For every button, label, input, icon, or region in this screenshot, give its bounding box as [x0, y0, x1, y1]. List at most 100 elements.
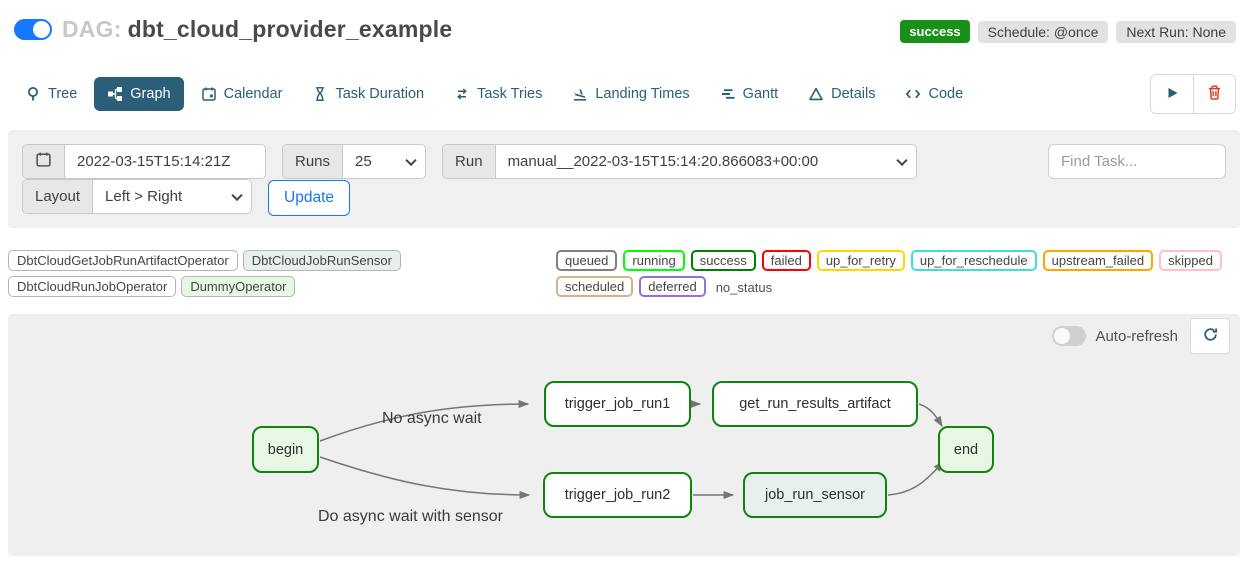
edge-artifact-end: [918, 403, 943, 428]
header-badges: success Schedule: @once Next Run: None: [900, 20, 1236, 43]
toggle-knob: [1054, 328, 1071, 344]
tab-landing-times[interactable]: Landing Times: [559, 77, 702, 111]
filter-panel: Runs 25 Run manual__2022-03-15T15:14:20.…: [8, 130, 1240, 228]
legend-operator[interactable]: DbtCloudRunJobOperator: [8, 276, 177, 297]
edge-begin-trigger2: [319, 456, 531, 500]
legend-operator[interactable]: DbtCloudJobRunSensor: [242, 250, 401, 271]
graph-edges: [319, 399, 944, 500]
dag-graph-panel: begin trigger_job_run1 get_run_results_a…: [8, 314, 1240, 556]
task-node-begin[interactable]: begin: [252, 426, 319, 473]
run-group: Run manual__2022-03-15T15:14:20.866083+0…: [442, 144, 917, 179]
edge-label-do-async-wait: Do async wait with sensor: [318, 508, 503, 525]
legend-status-skipped[interactable]: skipped: [1159, 250, 1222, 271]
tab-label: Gantt: [742, 86, 779, 102]
legend-status-no-status: no_status: [715, 279, 773, 295]
legend-status-running[interactable]: running: [623, 250, 685, 271]
tab-task-tries[interactable]: Task Tries: [441, 77, 555, 111]
dag-header: DAG:dbt_cloud_provider_example success S…: [0, 0, 1248, 50]
auto-refresh-toggle[interactable]: [1052, 326, 1087, 346]
tab-calendar[interactable]: Calendar: [188, 77, 296, 111]
toggle-knob: [33, 21, 50, 38]
dag-name: dbt_cloud_provider_example: [127, 16, 453, 42]
legend: DbtCloudGetJobRunArtifactOperator DbtClo…: [8, 248, 1240, 300]
tab-label: Task Duration: [335, 86, 425, 102]
status-badge[interactable]: success: [900, 20, 970, 43]
hourglass-icon: [312, 86, 328, 102]
tab-label: Details: [831, 86, 876, 102]
schedule-badge[interactable]: Schedule: @once: [977, 20, 1109, 43]
delete-dag-button[interactable]: [1193, 75, 1235, 113]
update-button[interactable]: Update: [268, 180, 351, 216]
edge-begin-trigger1: [319, 399, 530, 442]
dag-label: DAG:: [62, 16, 122, 42]
layout-group: Layout Left > Right: [22, 179, 253, 214]
edge-sensor-end: [887, 460, 944, 496]
calendar-icon: [201, 86, 217, 102]
view-tabs: Tree Graph Calendar Task Duration Task T…: [0, 74, 1248, 114]
layout-select[interactable]: Left > Right: [93, 180, 252, 213]
layout-select-wrap: Left > Right: [93, 180, 252, 213]
task-node-trigger-job-run1[interactable]: trigger_job_run1: [544, 381, 691, 427]
tab-task-duration[interactable]: Task Duration: [299, 77, 437, 111]
run-select[interactable]: manual__2022-03-15T15:14:20.866083+00:00: [495, 145, 916, 178]
play-icon: [1164, 85, 1180, 104]
task-node-end[interactable]: end: [938, 426, 994, 473]
dag-pause-toggle[interactable]: [14, 19, 52, 40]
legend-status-success[interactable]: success: [690, 250, 756, 271]
tab-details[interactable]: Details: [795, 77, 888, 111]
tab-label: Calendar: [223, 86, 283, 102]
trash-icon: [1206, 84, 1223, 104]
runs-group: Runs 25: [282, 144, 427, 179]
auto-refresh-label: Auto-refresh: [1095, 327, 1178, 345]
tab-label: Graph: [130, 86, 171, 102]
runs-label: Runs: [283, 145, 344, 178]
execution-date-input[interactable]: [65, 145, 265, 178]
tab-code[interactable]: Code: [892, 77, 976, 111]
auto-refresh-control: Auto-refresh: [1052, 326, 1178, 346]
dag-title: DAG:dbt_cloud_provider_example: [14, 16, 1234, 43]
tab-tree[interactable]: Tree: [12, 77, 90, 111]
runs-select[interactable]: 25: [343, 145, 426, 178]
task-node-get-run-results-artifact[interactable]: get_run_results_artifact: [712, 381, 918, 427]
page-title: DAG:dbt_cloud_provider_example: [62, 16, 452, 43]
legend-status-failed[interactable]: failed: [761, 250, 811, 271]
operator-legend: DbtCloudGetJobRunArtifactOperator DbtClo…: [8, 248, 556, 300]
calendar-icon: [35, 151, 52, 172]
status-legend: queued running success failed up_for_ret…: [556, 248, 1240, 300]
layout-label: Layout: [23, 180, 94, 213]
task-node-job-run-sensor[interactable]: job_run_sensor: [743, 472, 887, 518]
dag-action-buttons: [1150, 74, 1236, 114]
trigger-dag-button[interactable]: [1151, 75, 1193, 113]
tab-label: Tree: [48, 86, 78, 102]
tab-label: Task Tries: [477, 86, 543, 102]
legend-status-up-for-retry[interactable]: up_for_retry: [816, 250, 905, 271]
graph-icon: [107, 86, 123, 102]
refresh-button[interactable]: [1190, 318, 1230, 354]
refresh-icon: [1202, 326, 1219, 346]
execution-date-group: [22, 144, 266, 179]
repeat-icon: [454, 86, 470, 102]
pin-icon: [25, 86, 41, 102]
legend-operator[interactable]: DbtCloudGetJobRunArtifactOperator: [8, 250, 238, 271]
legend-status-queued[interactable]: queued: [556, 250, 618, 271]
date-picker-addon[interactable]: [23, 145, 65, 178]
tab-gantt[interactable]: Gantt: [707, 77, 791, 111]
tab-label: Landing Times: [595, 86, 690, 102]
legend-status-upstream-failed[interactable]: upstream_failed: [1042, 250, 1154, 271]
task-node-trigger-job-run2[interactable]: trigger_job_run2: [543, 472, 692, 518]
legend-status-scheduled[interactable]: scheduled: [556, 276, 634, 297]
filter-row-2: Layout Left > Right Update: [22, 179, 1226, 216]
run-select-wrap: manual__2022-03-15T15:14:20.866083+00:00: [495, 145, 916, 178]
legend-status-deferred[interactable]: deferred: [639, 276, 706, 297]
plane-landing-icon: [572, 86, 588, 102]
run-label: Run: [443, 145, 496, 178]
tab-graph[interactable]: Graph: [94, 77, 184, 111]
gantt-bars-icon: [720, 86, 736, 102]
next-run-badge: Next Run: None: [1116, 20, 1236, 43]
find-task-input[interactable]: [1048, 144, 1226, 179]
edge-label-no-async-wait: No async wait: [382, 410, 482, 427]
filter-row-1: Runs 25 Run manual__2022-03-15T15:14:20.…: [22, 144, 1226, 179]
code-icon: [905, 86, 921, 102]
legend-status-up-for-reschedule[interactable]: up_for_reschedule: [910, 250, 1037, 271]
legend-operator[interactable]: DummyOperator: [181, 276, 296, 297]
